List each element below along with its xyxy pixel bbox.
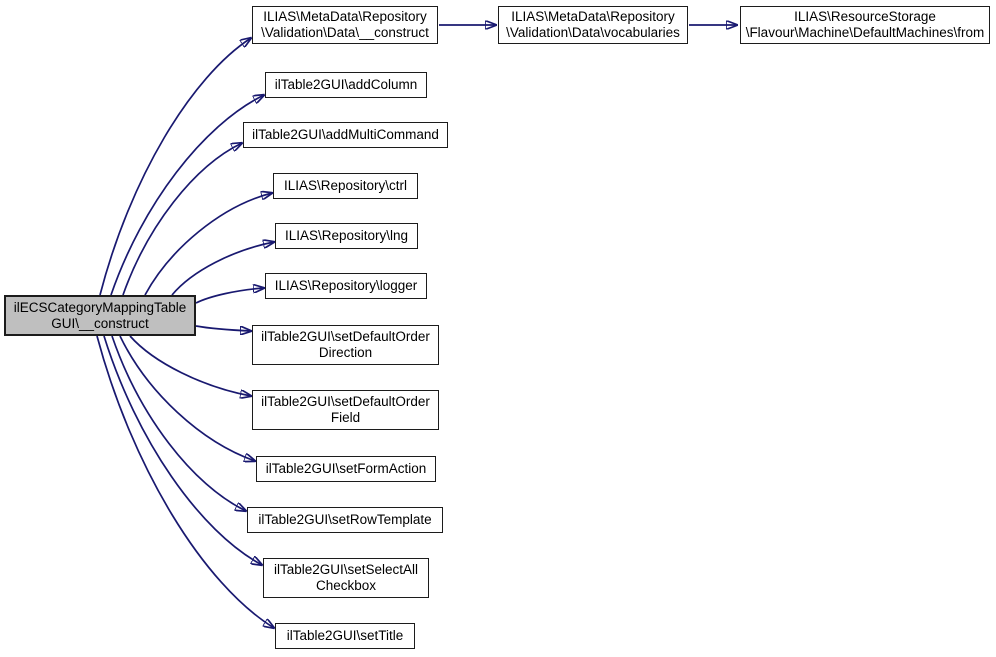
node-metadata-validation-data-vocabularies[interactable]: ILIAS\MetaData\Repository \Validation\Da… xyxy=(498,6,688,44)
node-iltable2gui-setdefaultorderdirection[interactable]: ilTable2GUI\setDefaultOrder Direction xyxy=(252,325,439,365)
node-iltable2gui-addcolumn[interactable]: ilTable2GUI\addColumn xyxy=(265,72,427,98)
edge-main-add-multi-command xyxy=(122,143,242,296)
node-iltable2gui-setformaction[interactable]: ilTable2GUI\setFormAction xyxy=(256,456,436,482)
node-resourcestorage-defaultmachines-from[interactable]: ILIAS\ResourceStorage \Flavour\Machine\D… xyxy=(740,6,990,44)
edge-main-add-column xyxy=(110,95,264,296)
node-repository-lng[interactable]: ILIAS\Repository\lng xyxy=(275,223,418,249)
edge-main-set-row-template xyxy=(111,335,246,511)
node-repository-logger[interactable]: ILIAS\Repository\logger xyxy=(265,273,427,299)
node-iltable2gui-setselectallcheckbox[interactable]: ilTable2GUI\setSelectAll Checkbox xyxy=(263,558,429,598)
edge-main-set-select-all-checkbox xyxy=(103,335,262,565)
node-repository-ctrl[interactable]: ILIAS\Repository\ctrl xyxy=(273,173,418,199)
node-iltable2gui-setdefaultorderfield[interactable]: ilTable2GUI\setDefaultOrder Field xyxy=(252,390,439,430)
edge-main-set-form-action xyxy=(119,335,255,461)
node-iltable2gui-setrowtemplate[interactable]: ilTable2GUI\setRowTemplate xyxy=(247,507,443,533)
edge-main-set-title xyxy=(96,335,274,628)
edge-main-md-construct xyxy=(99,38,251,296)
node-metadata-validation-data-construct[interactable]: ILIAS\MetaData\Repository \Validation\Da… xyxy=(252,6,438,44)
edge-main-logger xyxy=(195,288,264,304)
node-iltable2gui-addmulticommand[interactable]: ilTable2GUI\addMultiCommand xyxy=(243,122,448,148)
edge-main-set-default-order-field xyxy=(129,335,251,396)
edge-main-set-default-order-direction xyxy=(195,325,251,331)
node-iltable2gui-settitle[interactable]: ilTable2GUI\setTitle xyxy=(275,623,415,649)
edge-main-lng xyxy=(171,242,274,296)
edge-main-ctrl xyxy=(144,193,272,296)
node-main-construct: ilECSCategoryMappingTable GUI\__construc… xyxy=(4,295,196,336)
